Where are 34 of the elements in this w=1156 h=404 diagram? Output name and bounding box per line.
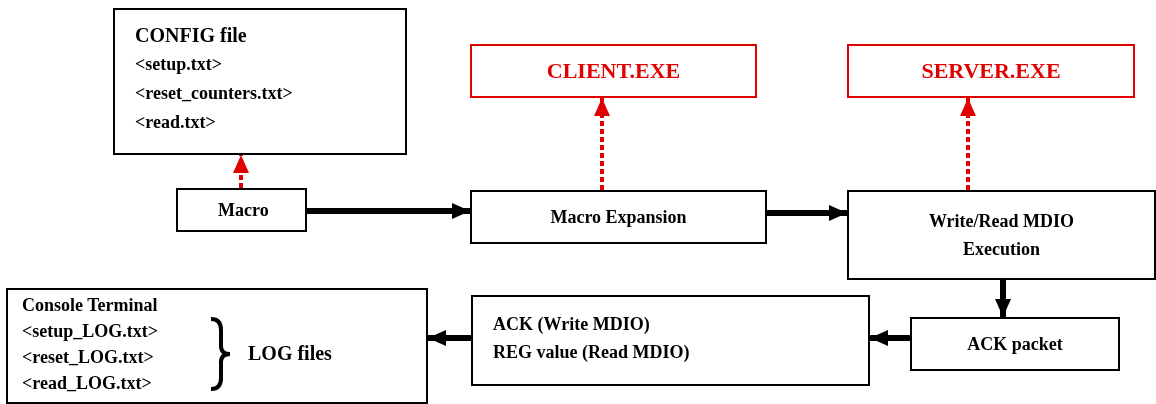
- box-heading: Console Terminal: [22, 294, 158, 316]
- process-box: [847, 190, 1156, 280]
- file-list-box: [113, 8, 407, 155]
- arrow: [995, 280, 1011, 317]
- box-label: Macro Expansion: [549, 206, 688, 228]
- box-label: REG value (Read MDIO): [493, 341, 690, 363]
- box-label: Write/Read MDIO Execution: [927, 210, 1076, 261]
- file-name: <read_LOG.txt>: [22, 372, 152, 394]
- arrow: [870, 330, 910, 346]
- process-box: [176, 188, 307, 232]
- file-name: <reset_LOG.txt>: [22, 346, 154, 368]
- group-label: LOG files: [248, 342, 332, 364]
- terminal-box: [6, 288, 428, 404]
- box-label: Macro: [217, 199, 270, 221]
- arrow: [960, 98, 976, 190]
- arrow: [233, 155, 249, 188]
- arrow: [594, 98, 610, 190]
- file-name: <reset_counters.txt>: [135, 82, 293, 104]
- arrow: [307, 203, 470, 219]
- arrow: [767, 205, 847, 221]
- file-name: <setup_LOG.txt>: [22, 320, 159, 342]
- result-box: [471, 295, 870, 386]
- file-name: <read.txt>: [135, 111, 216, 133]
- box-heading: CONFIG file: [135, 24, 247, 46]
- box-label: SERVER.EXE: [920, 60, 1062, 82]
- process-box: [910, 317, 1120, 371]
- box-label: ACK (Write MDIO): [493, 313, 650, 335]
- box-label: CLIENT.EXE: [545, 60, 682, 82]
- arrow: [428, 330, 471, 346]
- program-box: [470, 44, 757, 98]
- file-name: <setup.txt>: [135, 53, 222, 75]
- program-box: [847, 44, 1135, 98]
- process-box: [470, 190, 767, 244]
- box-label: ACK packet: [966, 333, 1064, 355]
